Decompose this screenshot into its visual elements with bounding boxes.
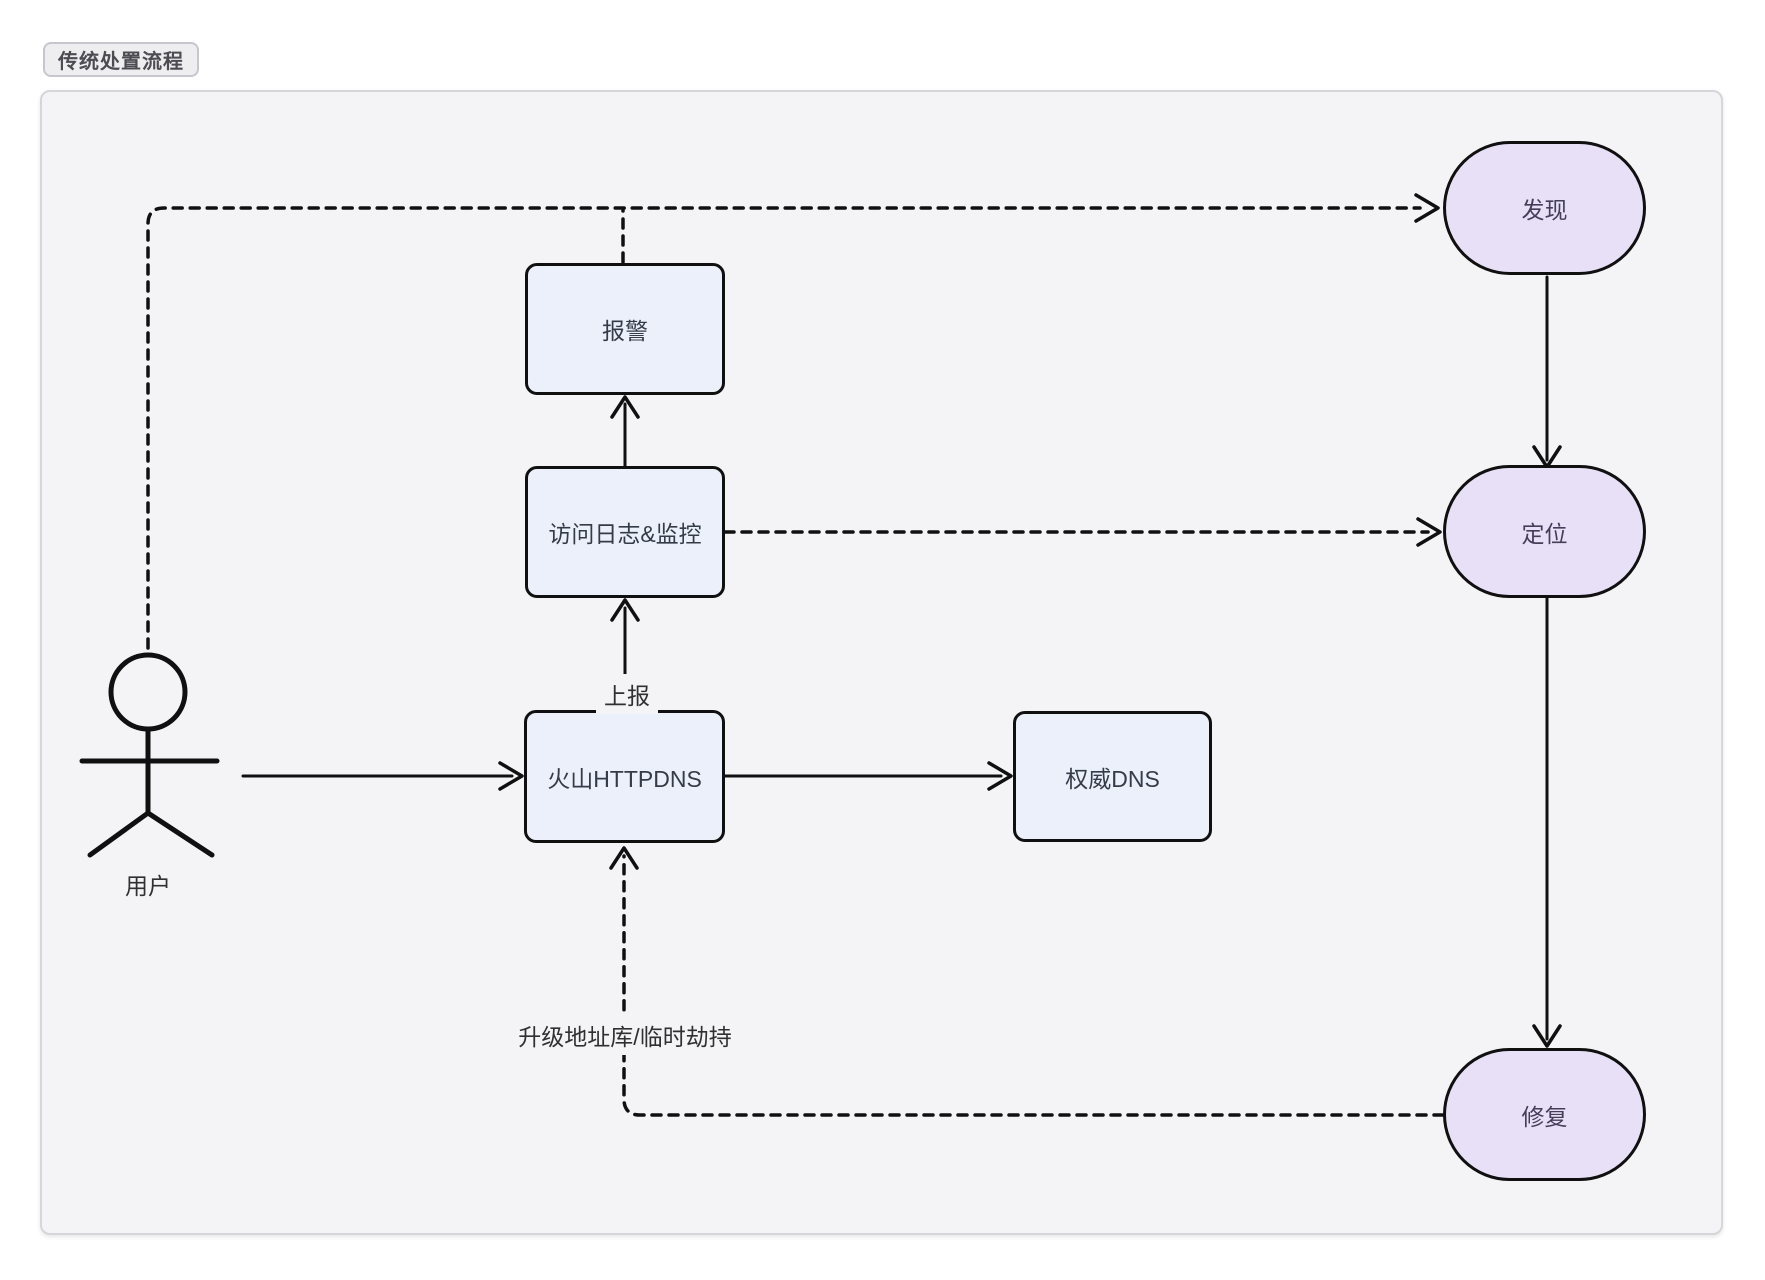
node-volcano-httpdns: 火山HTTPDNS xyxy=(524,710,725,843)
node-authoritative-dns: 权威DNS xyxy=(1013,711,1212,842)
actor-head xyxy=(108,652,188,732)
node-locate: 定位 xyxy=(1443,465,1646,598)
actor-leg-left xyxy=(87,810,151,858)
node-access-logs-monitoring: 访问日志&监控 xyxy=(525,466,725,598)
edge-dingwei-to-xiufu xyxy=(1532,596,1562,1048)
diagram-title-badge: 传统处置流程 xyxy=(43,42,199,77)
edge-httpdns-to-authdns xyxy=(723,761,1013,791)
user-actor-figure xyxy=(79,652,220,858)
edge-user-to-httpdns xyxy=(241,761,524,791)
node-repair: 修复 xyxy=(1443,1048,1646,1181)
edge-logs-to-alarm xyxy=(610,395,640,468)
diagram-canvas xyxy=(40,90,1723,1235)
node-discover: 发现 xyxy=(1443,141,1646,275)
actor-label-user: 用户 xyxy=(125,873,171,899)
edge-faxian-to-dingwei xyxy=(1532,275,1562,469)
edge-xiufu-to-httpdns xyxy=(609,846,1445,1117)
edge-logs-to-dingwei xyxy=(723,517,1442,547)
node-alarm: 报警 xyxy=(525,263,725,395)
edge-label-report: 上报 xyxy=(596,674,658,714)
actor-leg-right xyxy=(145,810,215,858)
edge-label-upgrade-hijack: 升级地址库/临时劫持 xyxy=(510,1015,740,1055)
edge-user-to-faxian xyxy=(146,193,1440,650)
